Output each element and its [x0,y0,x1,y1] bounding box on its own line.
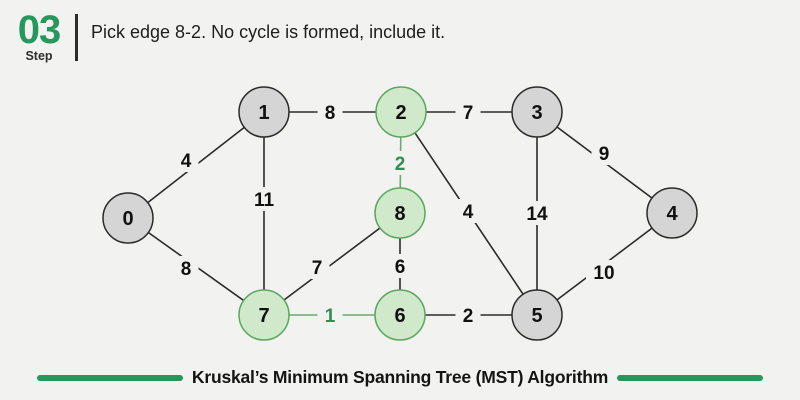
edge-labels-layer: 4 8 7 9 11 2 4 14 8 7 6 1 2 10 [173,100,622,327]
edge-weight-3-4: 9 [599,144,610,165]
step-label: Step [25,49,53,63]
edge-weight-bg-3-5 [519,201,555,225]
edge-weight-bg-6-5 [455,303,481,327]
node-1 [238,86,290,138]
edge-weight-3-5: 14 [526,204,548,225]
node-3 [511,86,563,138]
edge-weight-1-2: 8 [325,103,336,124]
edge-weight-2-3: 7 [463,103,474,124]
footer-rule-right [617,374,764,381]
node-label-4: 4 [666,203,678,225]
edge-weight-bg-0-1 [173,148,199,172]
edge-weight-bg-5-4 [586,260,622,284]
step-badge: 03 Step [16,8,62,63]
header: 03 Step Pick edge 8-2. No cycle is forme… [16,8,446,63]
node-7 [238,289,290,341]
header-divider [75,14,78,61]
node-label-5: 5 [531,305,542,327]
node-8 [374,187,426,239]
node-6 [374,289,426,341]
node-5 [511,289,563,341]
footer-rule-left [36,374,183,381]
footer-title: Kruskal’s Minimum Spanning Tree (MST) Al… [191,367,609,387]
node-2 [375,86,427,138]
step-description: Pick edge 8-2. No cycle is formed, inclu… [91,22,446,42]
node-label-2: 2 [395,102,406,124]
edge-weight-bg-3-4 [591,141,617,165]
edge-weight-1-7: 11 [254,190,275,211]
edge-weight-bg-7-6 [317,303,343,327]
node-label-7: 7 [258,305,269,327]
edge-weight-bg-2-3 [455,100,481,124]
step-number: 03 [17,8,61,52]
edge-weight-7-6: 1 [325,306,336,327]
edge-weight-6-5: 2 [463,306,474,327]
edge-weight-bg-0-7 [173,256,199,280]
node-label-6: 6 [394,305,405,327]
edge-weight-bg-1-7 [246,187,282,211]
edge-weight-2-5: 4 [463,202,474,223]
footer: Kruskal’s Minimum Spanning Tree (MST) Al… [0,367,800,388]
edge-weight-0-7: 8 [181,259,192,280]
edge-weight-bg-8-6 [387,254,413,278]
edge-weight-2-8: 2 [395,154,406,175]
edge-weight-bg-7-8 [304,255,330,279]
node-label-0: 0 [122,208,133,230]
edge-weight-bg-2-5 [455,199,481,223]
edge-weight-7-8: 7 [312,258,323,279]
edge-weight-bg-2-8 [387,151,413,175]
node-label-8: 8 [394,203,405,225]
node-label-3: 3 [531,102,542,124]
node-label-1: 1 [258,102,269,124]
node-4 [646,187,698,239]
nodes-layer: 0 1 2 3 4 5 6 7 8 [102,86,698,341]
edge-7-8 [263,212,401,316]
node-0 [102,192,154,244]
edge-weight-5-4: 10 [593,263,614,284]
edge-weight-0-1: 4 [181,151,192,172]
edge-weight-bg-1-2 [317,100,343,124]
edge-weight-8-6: 6 [395,257,406,278]
